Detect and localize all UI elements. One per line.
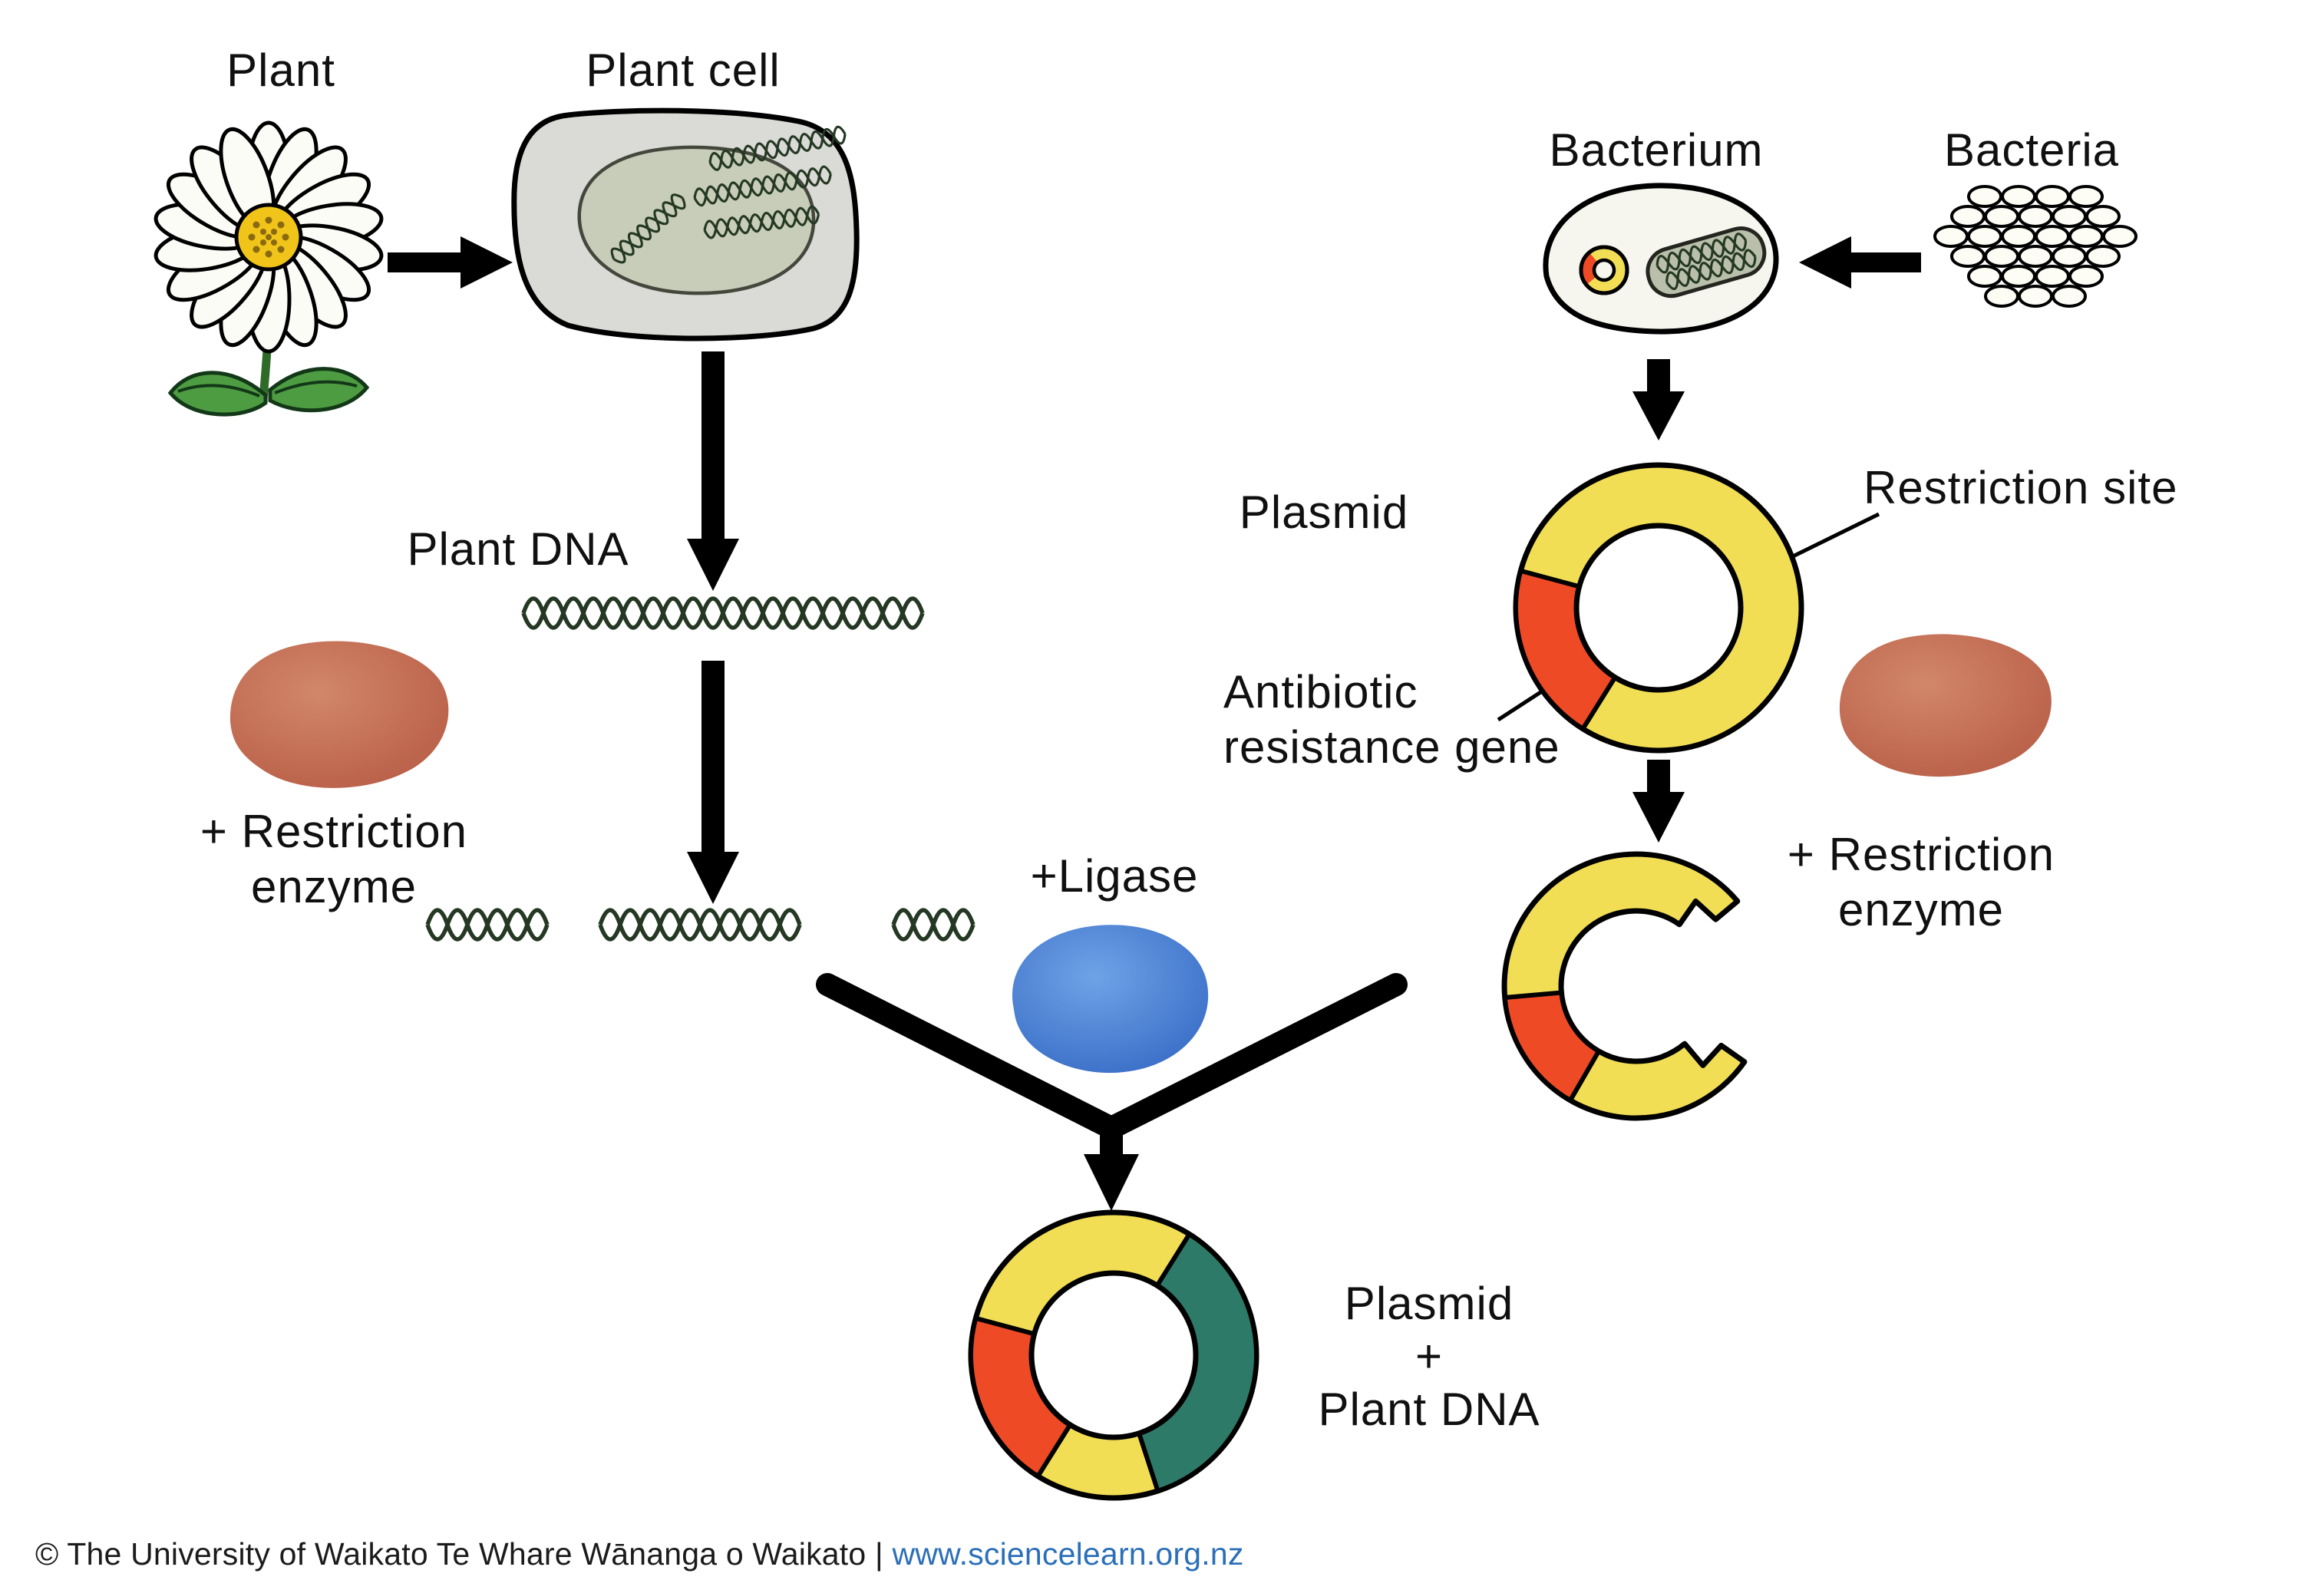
- footer-copyright: © The University of Waikato Te Whare Wān…: [35, 1536, 893, 1572]
- bacterium-mini-plasmid: [1579, 245, 1629, 295]
- arrows-layer: [388, 236, 1921, 1211]
- flower-leaf-left: [167, 371, 268, 417]
- recombinant-plasmid-illustration: [968, 1209, 1259, 1501]
- ligase-label: +Ligase: [1030, 850, 1199, 902]
- arrow-merge: [816, 973, 1408, 1211]
- arrow-cell-to-dna: [687, 351, 739, 591]
- dna-fragments: [425, 908, 975, 942]
- flower-center-dots: [248, 216, 289, 258]
- plant-flower-illustration: [153, 123, 385, 417]
- restriction-enzyme-label-right: + Restriction enzyme: [1787, 829, 2055, 935]
- restriction-enzyme-blob-left: [229, 641, 449, 788]
- flower-leaf-right: [268, 367, 370, 413]
- bacteria-label: Bacteria: [1943, 124, 2120, 176]
- bacterium-illustration: [1543, 183, 1779, 335]
- arrow-plasmid-to-cut: [1632, 760, 1685, 843]
- arrow-plant-to-cell: [388, 236, 513, 289]
- plant-cell-label: Plant cell: [586, 45, 781, 96]
- bacteria-cluster-illustration: [1933, 185, 2137, 308]
- ligase-blob: [1012, 925, 1209, 1074]
- arrow-dna-to-fragments: [687, 661, 739, 904]
- pointer-antibiotic-gene: [1497, 688, 1546, 722]
- cut-plasmid-restriction-segment: [1502, 990, 1603, 1103]
- restriction-enzyme-blob-right: [1839, 634, 2052, 777]
- cut-plasmid-illustration: [1501, 851, 1748, 1121]
- plasmid-label: Plasmid: [1239, 487, 1409, 538]
- footer-link[interactable]: www.sciencelearn.org.nz: [892, 1536, 1244, 1572]
- cell-dna-chains: [610, 125, 847, 264]
- footer: © The University of Waikato Te Whare Wān…: [35, 1536, 1244, 1572]
- plant-cell-illustration: [511, 107, 860, 341]
- plant-dna-helix: [521, 596, 925, 630]
- bacterium-nucleoid: [1646, 226, 1767, 299]
- plasmid-ring-illustration: [1513, 462, 1804, 754]
- plant-label: Plant: [226, 45, 335, 96]
- restriction-site-label: Restriction site: [1863, 462, 2178, 513]
- result-label: Plasmid + Plant DNA: [1318, 1278, 1540, 1435]
- antibiotic-resistance-label: Antibiotic resistance gene: [1223, 666, 1560, 773]
- arrow-bacterium-to-plasmid: [1632, 359, 1685, 440]
- arrow-bacteria-to-bacterium: [1799, 236, 1921, 289]
- plant-dna-label: Plant DNA: [407, 523, 629, 575]
- restriction-enzyme-label-left: + Restriction enzyme: [200, 806, 468, 912]
- cell-interior: [577, 145, 816, 295]
- bacterium-label: Bacterium: [1549, 124, 1764, 176]
- pointer-restriction-site: [1788, 512, 1880, 560]
